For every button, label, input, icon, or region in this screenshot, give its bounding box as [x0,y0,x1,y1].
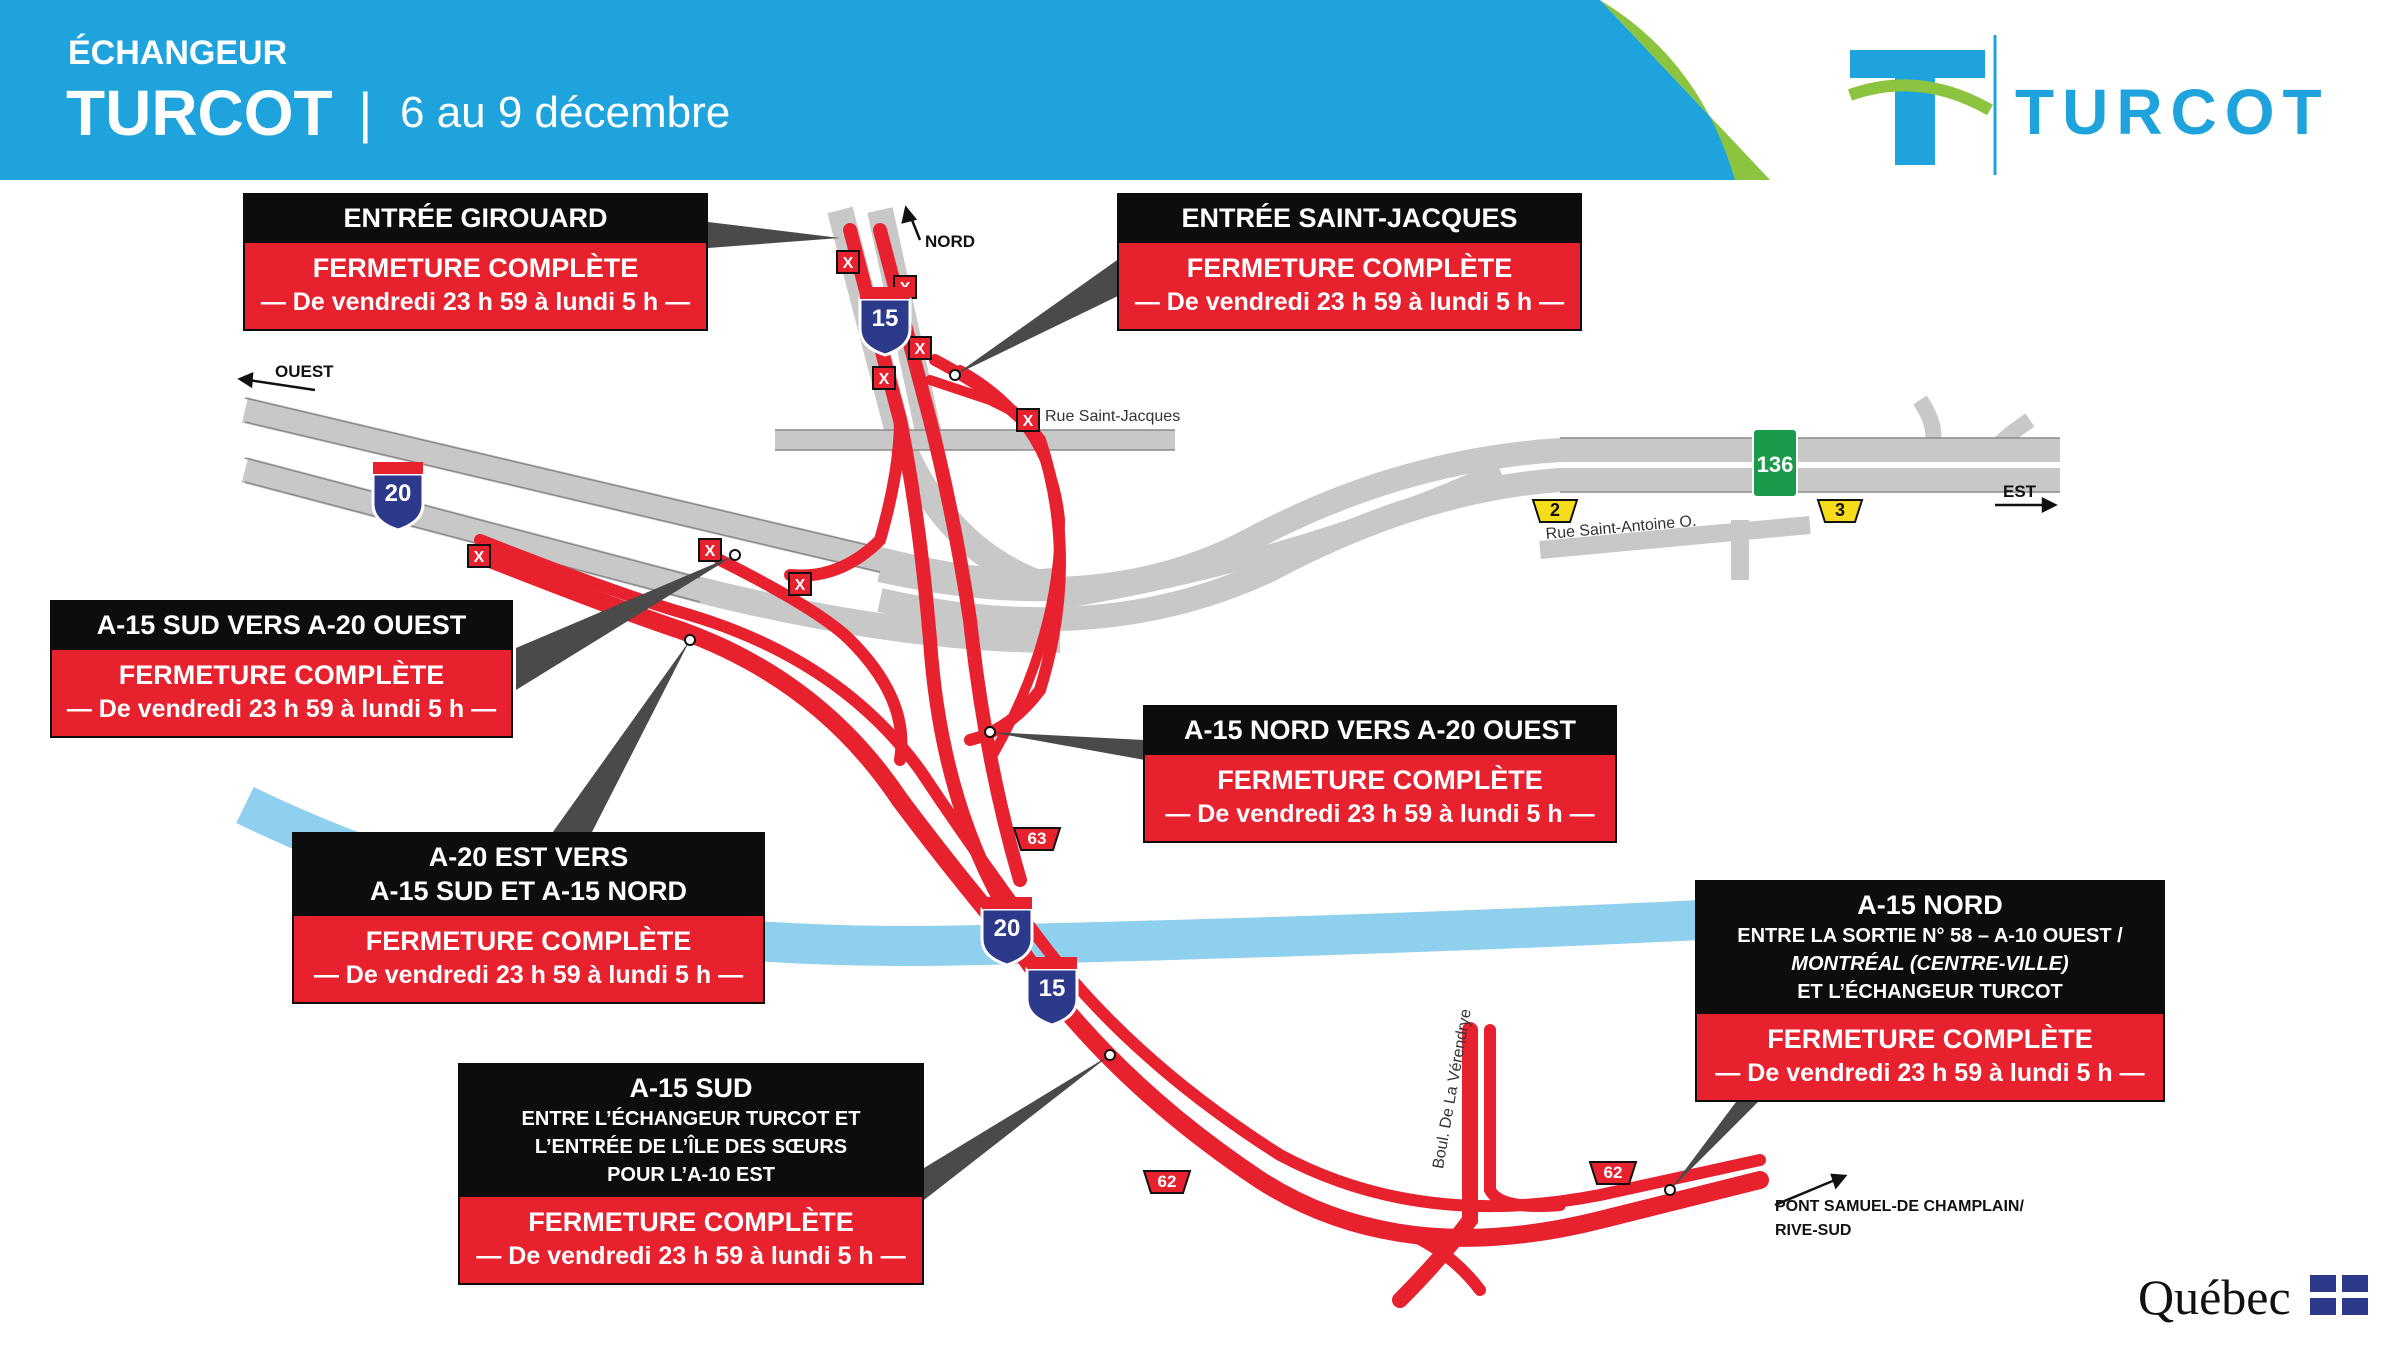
svg-text:X: X [705,543,716,560]
header-title: TURCOT [66,77,333,149]
direction-arrows [237,205,2058,1207]
callout-a15nord-status: FERMETURE COMPLÈTE [1767,1024,2093,1054]
direction-west: OUEST [275,362,334,381]
exit-62-right-label: 62 [1603,1163,1623,1182]
callout-girouard-title: ENTRÉE GIROUARD [243,193,708,243]
exit-shields [1012,499,1864,1194]
svg-text:X: X [795,577,806,594]
shield-20-left [371,462,425,532]
svg-text:X: X [879,371,890,388]
pointer-dots [684,369,1676,1196]
shield-136-label: 136 [1756,452,1794,477]
svg-text:X: X [915,341,926,358]
callout-a15sud-a20ouest-period: — De vendredi 23 h 59 à lundi 5 h — [66,695,497,723]
callout-pointers [516,222,1770,1200]
shield-15-top [858,287,912,357]
quebec-brand: Québec [2138,1269,2291,1325]
callout-a15nord: A-15 NORD ENTRE LA SORTIE N° 58 – A-10 O… [1695,880,2165,1102]
exit-63-label: 63 [1027,829,1047,848]
callout-a15nord-a20ouest: A-15 NORD VERS A-20 OUEST FERMETURE COMP… [1143,705,1617,843]
callout-a15sud-status: FERMETURE COMPLÈTE [528,1207,854,1237]
callout-a15sud-a20ouest-status: FERMETURE COMPLÈTE [118,660,445,690]
bridge-label-line1: PONT SAMUEL-DE CHAMPLAIN/ [1775,1198,2024,1215]
callout-a15nord-a20ouest-status: FERMETURE COMPLÈTE [1217,765,1543,795]
callout-saint-jacques: ENTRÉE SAINT-JACQUES FERMETURE COMPLÈTE … [1117,193,1582,331]
exit-62-left-label: 62 [1157,1172,1177,1191]
callout-a15sud-title: A-15 SUD [629,1073,753,1103]
shield-20-center [980,897,1034,967]
direction-east: EST [2003,482,2037,501]
header-dates: 6 au 9 décembre [400,88,731,137]
header-separator: | [358,81,373,144]
shield-15-center-label: 15 [1038,975,1066,1002]
callout-girouard-period: — De vendredi 23 h 59 à lundi 5 h — [260,288,691,316]
callout-a15sud-a20ouest-title: A-15 SUD VERS A-20 OUEST [50,600,513,650]
callout-a15sud-period: — De vendredi 23 h 59 à lundi 5 h — [476,1242,906,1270]
shield-136 [1752,428,1798,498]
callout-a20est-period: — De vendredi 23 h 59 à lundi 5 h — [313,961,744,989]
callout-a20est: A-20 EST VERS A-15 SUD ET A-15 NORD FERM… [292,832,765,1004]
callout-girouard: ENTRÉE GIROUARD FERMETURE COMPLÈTE — De … [243,193,708,331]
shield-20-left-label: 20 [384,480,412,507]
callout-a20est-status: FERMETURE COMPLÈTE [365,926,692,956]
direction-north: NORD [925,232,976,251]
callout-a15sud-sub2: L’ENTRÉE DE L’ÎLE DES SŒURS [534,1136,848,1158]
callout-a15sud-sub3: POUR L’A-10 EST [607,1164,775,1186]
callout-a15nord-sub1: ENTRE LA SORTIE N° 58 – A-10 OUEST / [1737,925,2123,947]
exit-3-label: 3 [1834,500,1845,520]
exit-2-label: 2 [1549,500,1560,520]
callout-a15nord-a20ouest-period: — De vendredi 23 h 59 à lundi 5 h — [1165,800,1595,828]
shield-15-top-label: 15 [871,305,899,332]
svg-text:X: X [843,255,854,272]
callout-girouard-status: FERMETURE COMPLÈTE [312,253,639,283]
callout-a15nord-sub2: MONTRÉAL (CENTRE-VILLE) [1791,953,2069,975]
bridge-label-line2: RIVE-SUD [1775,1222,1852,1239]
street-saint-jacques: Rue Saint-Jacques [1045,408,1181,425]
callout-a20est-title: A-20 EST VERS [428,842,629,872]
turcot-logo-text: TURCOT [2015,76,2330,148]
callout-a20est-title2: A-15 SUD ET A-15 NORD [369,876,688,906]
svg-text:X: X [1023,413,1034,430]
callout-a15nord-period: — De vendredi 23 h 59 à lundi 5 h — [1715,1059,2145,1087]
callout-a15sud-a20ouest: A-15 SUD VERS A-20 OUEST FERMETURE COMPL… [50,600,513,738]
svg-text:X: X [474,549,485,566]
callout-saint-jacques-title: ENTRÉE SAINT-JACQUES [1117,193,1582,243]
turcot-logo-mark [1847,35,1997,175]
header-kicker: ÉCHANGEUR [68,34,288,72]
shield-20-center-label: 20 [993,915,1021,942]
callout-saint-jacques-status: FERMETURE COMPLÈTE [1186,253,1513,283]
callout-a15nord-a20ouest-title: A-15 NORD VERS A-20 OUEST [1143,705,1617,755]
callout-a15nord-title: A-15 NORD [1857,890,2003,920]
callout-a15nord-sub3: ET L’ÉCHANGEUR TURCOT [1797,981,2063,1003]
quebec-flag-icon [2310,1275,2368,1315]
shield-15-center [1025,957,1079,1027]
callout-a15sud: A-15 SUD ENTRE L’ÉCHANGEUR TURCOT ET L’E… [458,1063,924,1285]
header-band [0,0,1770,180]
callout-a15sud-sub1: ENTRE L’ÉCHANGEUR TURCOT ET [521,1108,861,1130]
callout-saint-jacques-period: — De vendredi 23 h 59 à lundi 5 h — [1134,288,1565,316]
